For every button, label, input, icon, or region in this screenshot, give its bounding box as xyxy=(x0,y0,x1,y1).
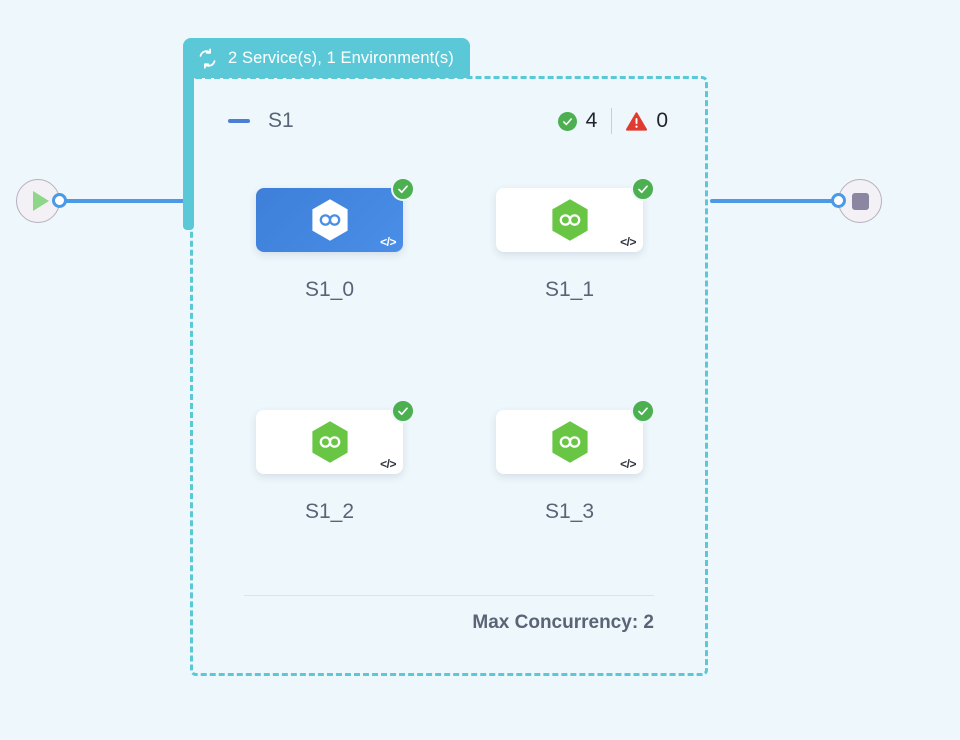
stop-icon xyxy=(851,192,869,210)
stage-success-count: 4 xyxy=(557,109,598,133)
stage-counts: 4 0 xyxy=(557,108,668,134)
max-concurrency-label: Max Concurrency: 2 xyxy=(472,612,654,633)
stage-warning-value: 0 xyxy=(656,109,668,132)
edge-group-to-stop xyxy=(710,199,840,203)
check-circle-icon xyxy=(631,399,655,423)
check-circle-icon xyxy=(557,111,577,131)
service-node-card[interactable]: </> xyxy=(256,399,415,474)
stage-header: S1 4 0 xyxy=(228,105,668,137)
group-container xyxy=(190,76,708,676)
check-circle-icon xyxy=(391,177,415,201)
service-node-label: S1_0 xyxy=(304,278,355,301)
code-glyph-icon: </> xyxy=(620,235,636,249)
group-footer-divider xyxy=(244,595,654,596)
service-node-label: S1_1 xyxy=(544,278,595,301)
service-node-card[interactable]: </> xyxy=(256,177,415,252)
infinity-hexagon-icon xyxy=(310,198,350,242)
infinity-hexagon-icon xyxy=(550,198,590,242)
minus-icon[interactable] xyxy=(228,119,250,123)
group-left-rail xyxy=(183,70,194,230)
service-node[interactable]: </> S1_2 xyxy=(256,399,415,524)
service-node-label: S1_3 xyxy=(544,500,595,523)
stage-warning-count: 0 xyxy=(626,109,668,133)
infinity-hexagon-icon xyxy=(310,420,350,464)
service-node-label: S1_2 xyxy=(304,500,355,523)
service-node-card[interactable]: </> xyxy=(496,177,655,252)
group-header-title: 2 Service(s), 1 Environment(s) xyxy=(228,48,454,67)
service-node[interactable]: </> S1_3 xyxy=(496,399,655,524)
check-circle-icon xyxy=(391,399,415,423)
stage-name: S1 xyxy=(268,109,294,132)
play-icon xyxy=(32,191,49,211)
code-glyph-icon: </> xyxy=(620,457,636,471)
group-header[interactable]: 2 Service(s), 1 Environment(s) xyxy=(183,38,470,78)
code-glyph-icon: </> xyxy=(380,457,396,471)
service-node[interactable]: </> S1_1 xyxy=(496,177,655,302)
count-divider xyxy=(611,108,613,134)
start-node-output-port[interactable] xyxy=(52,193,67,208)
stop-node-input-port[interactable] xyxy=(831,193,846,208)
infinity-hexagon-icon xyxy=(550,420,590,464)
check-circle-icon xyxy=(631,177,655,201)
service-node[interactable]: </> S1_0 xyxy=(256,177,415,302)
warning-triangle-icon xyxy=(626,111,648,131)
edge-start-to-group xyxy=(60,199,185,203)
service-node-card[interactable]: </> xyxy=(496,399,655,474)
loop-icon xyxy=(197,47,218,69)
code-glyph-icon: </> xyxy=(380,235,396,249)
stage-success-value: 4 xyxy=(585,109,598,132)
